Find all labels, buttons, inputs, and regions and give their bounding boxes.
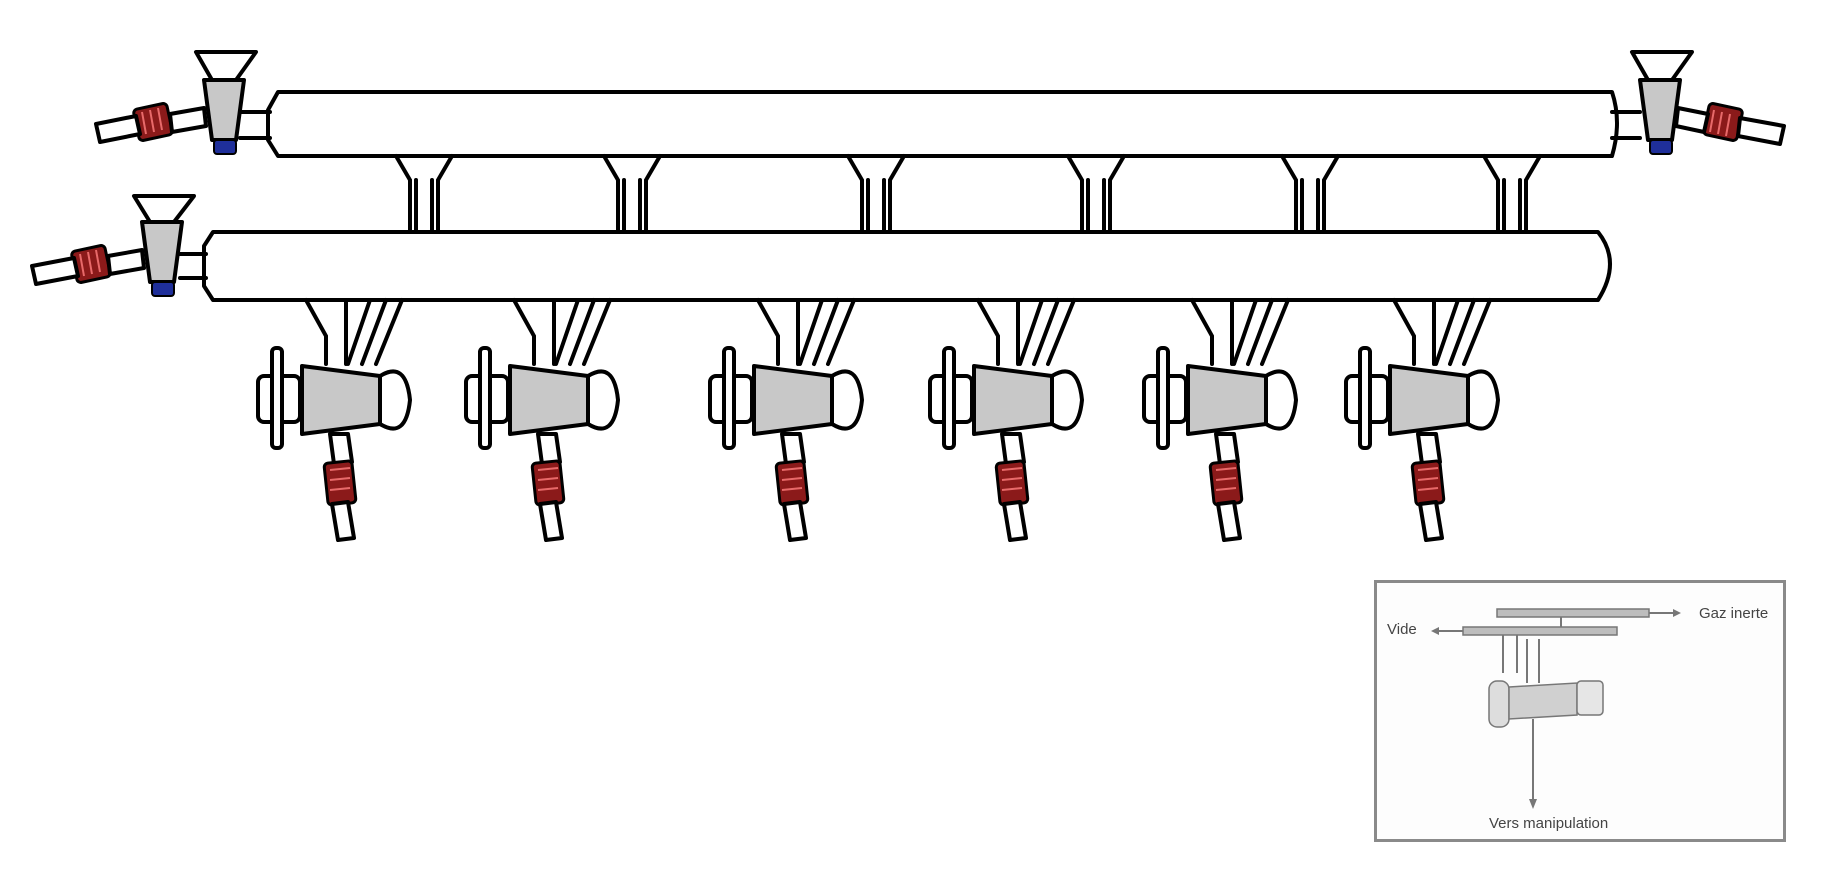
end-stopcock-icon: [140, 220, 184, 284]
tap-2-two-way-stopcock-icon[interactable]: [464, 154, 662, 542]
tap-1-two-way-stopcock-icon[interactable]: [256, 154, 454, 542]
lower-left-end-valve[interactable]: [30, 194, 208, 297]
manifold-taps: [256, 154, 1542, 542]
upper-left-end-valve[interactable]: [94, 50, 272, 155]
end-stopcock-icon: [1638, 78, 1682, 142]
upper-right-end-valve[interactable]: [1610, 50, 1786, 155]
label-inert-gas: Gaz inerte: [1699, 605, 1769, 622]
upper-manifold-tube: [266, 90, 1619, 158]
end-stopcock-icon: [202, 78, 246, 142]
tap-3-two-way-stopcock-icon[interactable]: [708, 154, 906, 542]
inset-schematic: Vide Gaz inerte Vers manipulation: [1374, 580, 1786, 842]
inset-drawing: [1431, 608, 1681, 809]
lower-manifold-tube: [202, 230, 1612, 302]
tap-5-two-way-stopcock-icon[interactable]: [1142, 154, 1340, 542]
tap-4-two-way-stopcock-icon[interactable]: [928, 154, 1126, 542]
label-to-manipulation: Vers manipulation: [1489, 815, 1609, 832]
label-vacuum: Vide: [1387, 621, 1417, 638]
tap-6-two-way-stopcock-icon[interactable]: [1344, 154, 1542, 542]
